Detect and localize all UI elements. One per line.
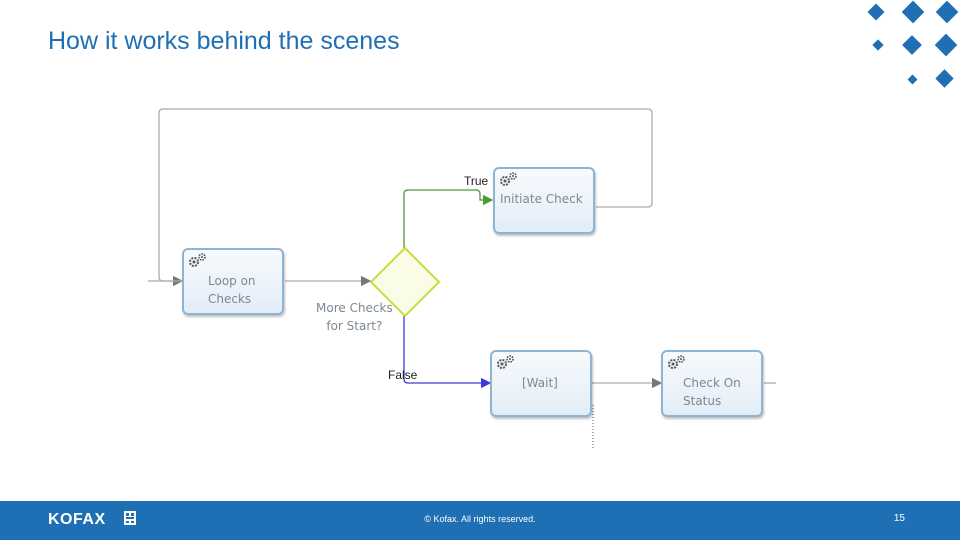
node-label: [Wait] [522, 376, 558, 390]
gears-icon [668, 355, 685, 369]
decision-label: More Checks for Start? [316, 301, 393, 333]
loop-back-connector [158, 108, 653, 287]
node-label: Initiate Check [500, 192, 583, 206]
decorative-diamonds [867, 0, 959, 88]
gears-icon [189, 253, 206, 267]
initiate-check-node[interactable]: Initiate Check [493, 167, 595, 234]
workflow-diagram: Loop on Checks More Checks for Start? In… [148, 108, 776, 448]
page-number: 15 [893, 513, 905, 524]
gears-icon [500, 172, 517, 186]
false-edge-label: False [388, 368, 418, 382]
check-on-status-node[interactable]: Check On Status [661, 350, 763, 417]
copyright-text: © Kofax. All rights reserved. [424, 514, 536, 524]
gears-icon [497, 355, 514, 369]
false-branch-connector [403, 316, 492, 389]
logo-mark-icon [124, 511, 136, 525]
node-label: Loop on Checks [208, 274, 256, 306]
footer-bar: KOFAX © Kofax. All rights reserved. 15 [0, 501, 960, 540]
true-edge-label: True [464, 174, 489, 188]
wait-node[interactable]: [Wait] [490, 350, 592, 417]
slide-title: How it works behind the scenes [48, 27, 400, 55]
kofax-logo: KOFAX [48, 511, 106, 528]
loop-on-checks-node[interactable]: Loop on Checks [182, 248, 284, 315]
decision-diamond [369, 246, 441, 318]
true-branch-connector [403, 189, 494, 248]
workflow-connectors [148, 108, 776, 448]
node-label: Check On Status [683, 376, 741, 408]
